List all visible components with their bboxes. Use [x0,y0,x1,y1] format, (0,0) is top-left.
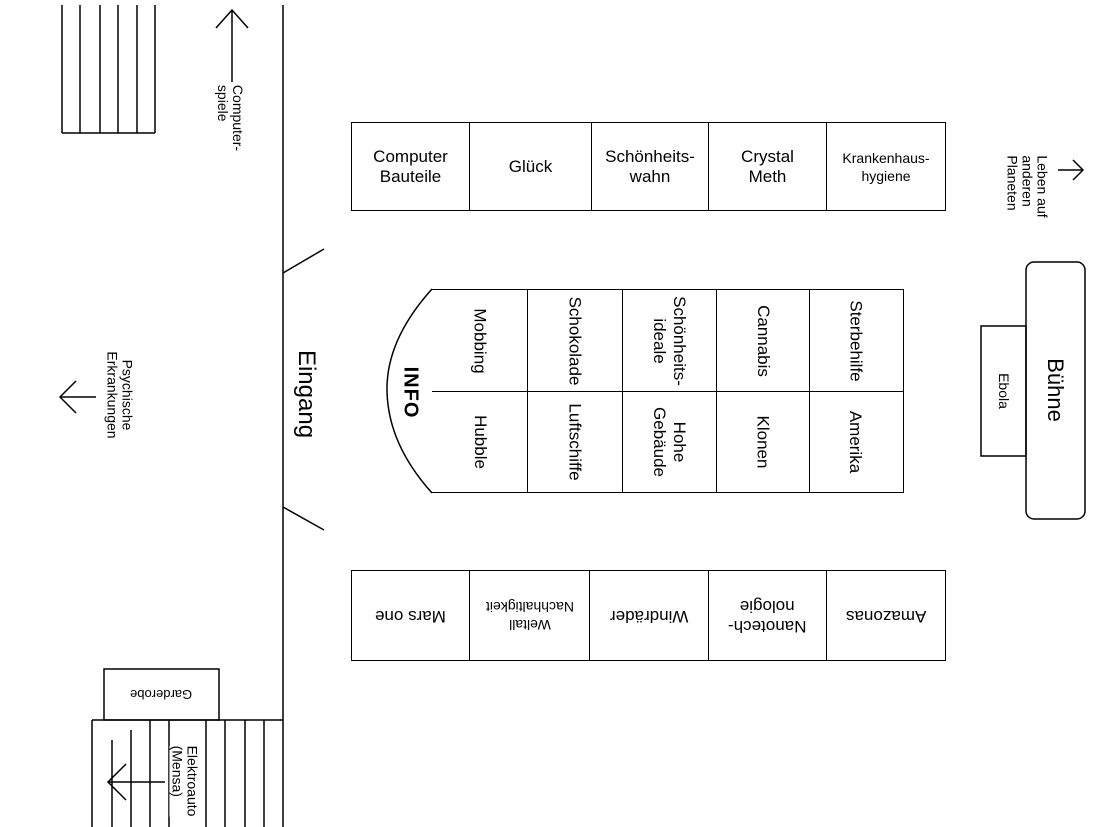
center-divider [432,391,904,392]
exit-elektroauto: Elektroauto (Mensa) [162,738,206,824]
table-top-2-label: Glück [508,156,553,176]
center-col-divider-2 [622,290,623,492]
table-center-upper-1: Mobbing [432,290,527,391]
table-center-upper-3-label: Schönheits- ideale [650,295,689,386]
stage-label-text: Bühne [1043,358,1068,422]
top-table-row: Computer Bauteile Glück Schönheits- wahn… [351,122,946,211]
table-top-4-label: Crystal Meth [741,146,794,186]
entrance-label-text: Eingang [293,349,321,439]
table-center-lower-2: Luftschiffe [527,392,622,492]
table-center-lower-4: Klonen [716,392,809,492]
table-bottom-2: Weltall Nachhaltigkeit [470,571,590,660]
table-bottom-4: Nanotech- nologie [709,571,827,660]
cloakroom-label-text: Garderobe [130,687,193,702]
table-top-2: Glück [470,123,592,210]
entrance-label: Eingang [282,350,330,438]
table-bottom-1-label: Mars one [375,606,446,626]
table-center-lower-5: Amerika [809,392,902,492]
exit-elektroauto-text: Elektroauto (Mensa) [169,745,201,817]
table-center-upper-5-label: Sterbehilfe [846,299,866,382]
table-center-upper-1-label: Mobbing [470,307,490,374]
table-center-lower-1: Hubble [432,392,527,492]
table-top-3: Schönheits- wahn [592,123,709,210]
center-col-divider-1 [527,290,528,492]
bottom-table-row: Mars one Weltall Nachhaltigkeit Windräde… [351,570,946,661]
table-center-upper-4-label: Cannabis [753,304,773,377]
table-center-lower-3: Hohe Gebäude [622,392,716,492]
table-center-upper-4: Cannabis [716,290,809,391]
center-table-block: Mobbing Schokolade Schönheits- ideale Ca… [432,289,904,493]
exit-computerspiele: Computer- spiele [208,84,252,152]
exit-psychische-text: Psychische Erkrankungen [105,351,137,439]
table-top-4: Crystal Meth [709,123,827,210]
table-bottom-2-label: Weltall Nachhaltigkeit [485,598,574,633]
table-bottom-4-label: Nanotech- nologie [728,596,807,636]
table-top-1-label: Computer Bauteile [373,146,448,186]
table-bottom-3-label: Windräder [609,606,689,626]
table-center-upper-5: Sterbehilfe [809,290,902,391]
cloakroom-label: Garderobe [104,669,219,720]
exit-computerspiele-text: Computer- spiele [215,84,247,152]
table-bottom-5-label: Amazonas [845,606,927,626]
table-center-lower-5-label: Amerika [846,410,866,474]
table-center-upper-2-label: Schokolade [565,296,585,385]
table-center-upper-3: Schönheits- ideale [622,290,716,391]
info-label-text: INFO [399,366,422,418]
table-center-lower-1-label: Hubble [470,415,490,469]
ebola-label-text: Ebola [996,373,1012,409]
table-top-5-label: Krankenhaus- hygiene [842,149,930,184]
ebola-label: Ebola [983,370,1025,412]
stage-label: Bühne [1030,358,1080,422]
table-center-lower-2-label: Luftschiffe [565,403,585,481]
exit-leben: Leben auf anderen Planeten [996,148,1058,224]
center-col-divider-3 [716,290,717,492]
table-center-lower-3-label: Hohe Gebäude [649,407,689,477]
table-bottom-5: Amazonas [827,571,945,660]
table-bottom-1: Mars one [352,571,470,660]
table-bottom-3: Windräder [590,571,709,660]
table-center-upper-2: Schokolade [527,290,622,391]
table-top-3-label: Schönheits- wahn [605,146,695,186]
exit-psychische: Psychische Erkrankungen [94,340,146,450]
table-top-5: Krankenhaus- hygiene [827,123,945,210]
info-label: INFO [388,366,432,418]
exit-leben-text: Leben auf anderen Planeten [1004,154,1051,218]
center-col-divider-4 [809,290,810,492]
table-top-1: Computer Bauteile [352,123,470,210]
table-center-lower-4-label: Klonen [753,415,773,469]
